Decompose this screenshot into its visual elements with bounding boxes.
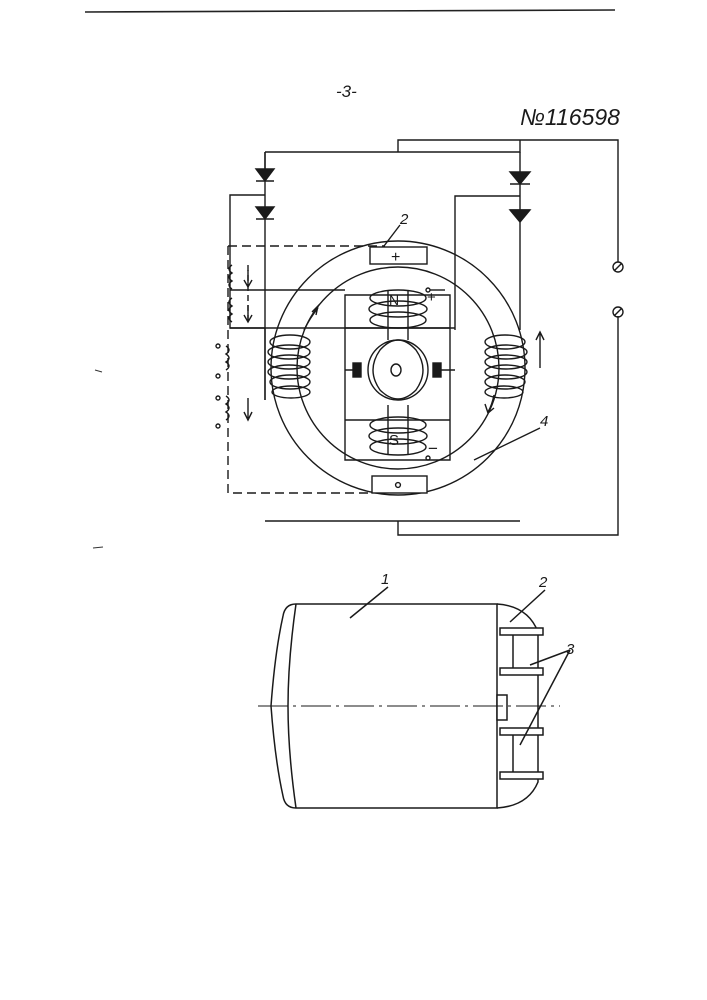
diode-right-upper	[510, 172, 530, 184]
minus-sign-rotor: −	[428, 439, 438, 458]
arrow-down-2	[244, 305, 252, 322]
control-coil-2	[216, 344, 229, 378]
left-ring-coil	[268, 335, 310, 398]
diode-left-upper	[256, 169, 274, 181]
figure-2-motor-view	[258, 587, 570, 808]
callout-2-fig2: 2	[538, 574, 548, 591]
arrow-down-1	[244, 270, 252, 287]
arrow-ring-left	[304, 306, 318, 330]
callout-2-fig1: 2	[399, 211, 409, 228]
control-coil-3	[216, 396, 229, 428]
pole-north-label: N	[389, 292, 399, 308]
top-rule	[85, 10, 615, 12]
pole-south-label: S	[389, 432, 399, 449]
plus-sign-top: +	[391, 249, 400, 266]
brush-holder-4	[500, 772, 543, 779]
brush-block-bottom	[372, 476, 427, 493]
brush-holder-3	[500, 728, 543, 735]
callout-4-fig1: 4	[540, 413, 548, 430]
rotor	[368, 340, 428, 400]
diode-right-lower	[510, 210, 530, 222]
brush-holder-2	[500, 668, 543, 675]
scan-mark	[95, 370, 102, 372]
scan-mark	[93, 547, 103, 548]
stator-ring-outer	[271, 241, 525, 495]
right-ring-coil	[485, 335, 527, 398]
callout-1-fig2: 1	[381, 571, 389, 588]
brush-holder-1	[500, 628, 543, 635]
brush-left	[353, 363, 361, 377]
callout-3-fig2: 3	[566, 641, 575, 658]
diode-left-lower	[256, 207, 274, 219]
brush-right	[433, 363, 441, 377]
plus-sign-rotor: +	[427, 289, 436, 306]
arrow-down-3	[244, 398, 252, 420]
arrow-up-right	[536, 332, 544, 368]
figure-1-circuit	[216, 140, 623, 535]
